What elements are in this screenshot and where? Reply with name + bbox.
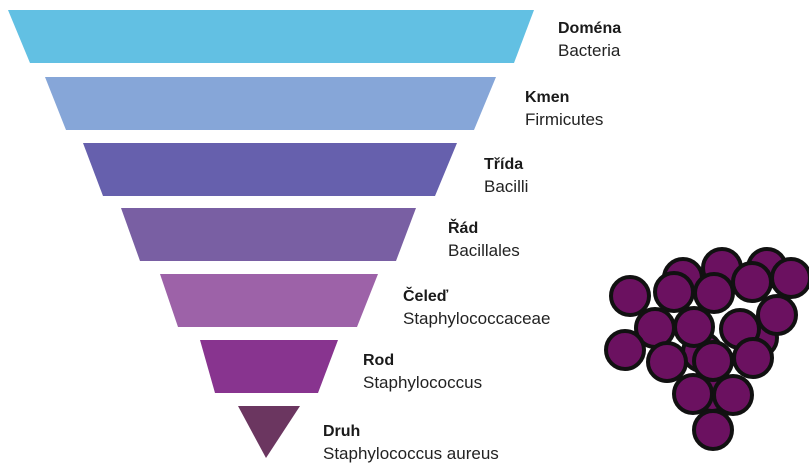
bacterium-cell [606, 331, 644, 369]
bacterium-cell [695, 274, 733, 312]
bacterium-cell [655, 273, 693, 311]
bacterium-cell [675, 308, 713, 346]
bacterium-cell [772, 259, 809, 297]
bacterium-cell [674, 375, 712, 413]
bacterium-cell [733, 263, 771, 301]
bacterium-cell [694, 411, 732, 449]
bacterium-cell [758, 296, 796, 334]
bacterium-cell [648, 343, 686, 381]
bacterium-cell [734, 339, 772, 377]
bacterium-cell [714, 376, 752, 414]
bacterium-cell [611, 277, 649, 315]
